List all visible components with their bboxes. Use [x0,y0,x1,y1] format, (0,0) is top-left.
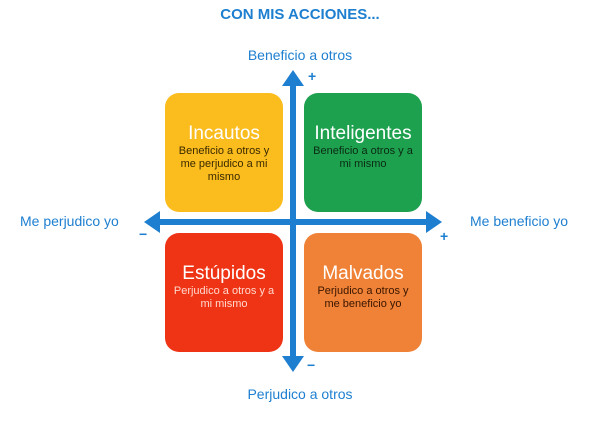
quadrant-description: Beneficio a otros y a mi mismo [313,145,413,170]
minus-sign-left: − [139,226,148,242]
axis-label-top: Beneficio a otros [247,47,353,63]
quadrant-incautos: Incautos Beneficio a otros y me perjudic… [165,93,283,212]
quadrant-title: Estúpidos [182,263,266,284]
axis-label-right: Me beneficio yo [470,213,569,229]
quadrant-malvados: Malvados Perjudico a otros y me benefici… [304,233,422,352]
quadrant-description: Perjudico a otros y a mi mismo [173,285,275,310]
axis-label-bottom: Perjudico a otros [247,386,353,402]
quadrant-inteligentes: Inteligentes Beneficio a otros y a mi mi… [304,93,422,212]
diagram-title: CON MIS ACCIONES... [220,6,380,23]
quadrant-estupidos: Estúpidos Perjudico a otros y a mi mismo [165,233,283,352]
axis-label-left: Me perjudico yo [20,213,119,229]
plus-sign-top: + [308,68,317,84]
quadrant-description: Beneficio a otros y me perjudico a mi mi… [178,145,270,183]
quadrant-description: Perjudico a otros y me beneficio yo [317,285,409,310]
quadrant-title: Inteligentes [314,123,412,144]
quadrant-title: Incautos [188,123,260,144]
minus-sign-bottom: − [307,357,316,373]
quadrant-title: Malvados [322,263,404,284]
plus-sign-right: + [440,228,449,244]
